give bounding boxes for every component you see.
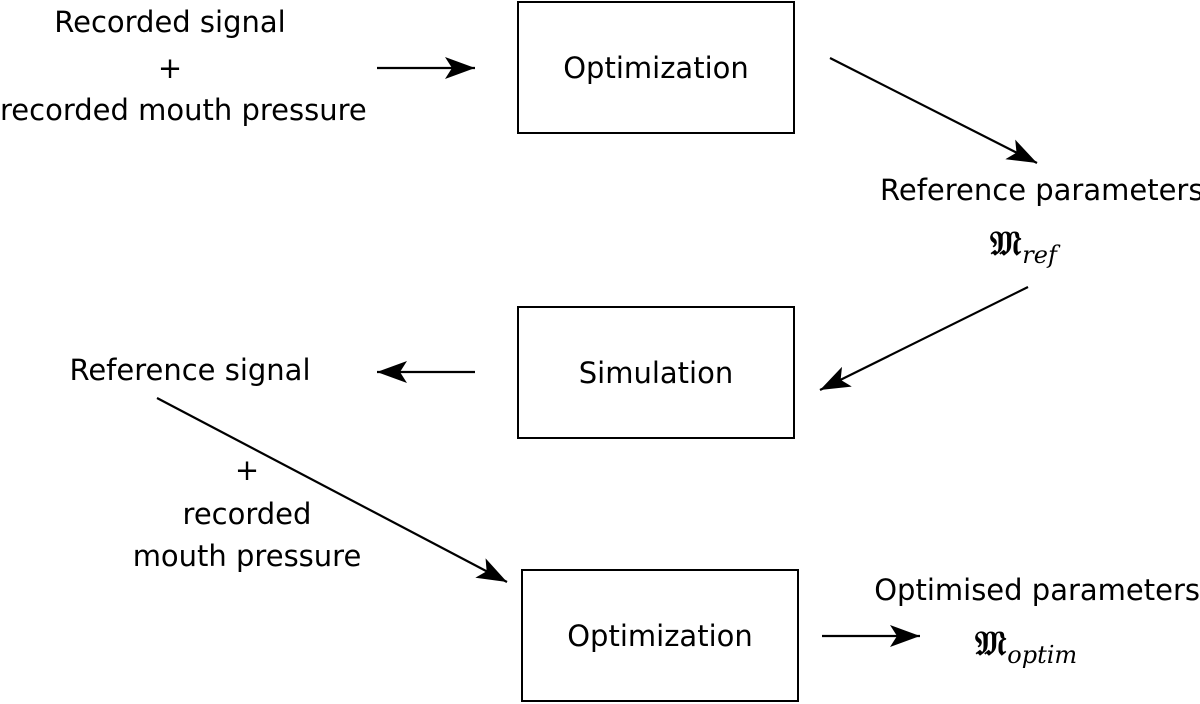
simulation-box: Simulation [517,306,795,439]
arrow-optimization-to-reference-parameters [829,57,1038,164]
optimization-box-bottom-label: Optimization [567,618,753,653]
optimization-box-bottom: Optimization [521,569,799,702]
optimised-parameters-label: Optimised parameters [874,573,1200,607]
arrow-reference-parameters-to-simulation [819,286,1029,391]
optimization-box-top: Optimization [517,1,795,134]
recorded-mouth-pressure-label: recorded mouth pressure [0,93,367,127]
reference-parameters-label: Reference parameters [880,173,1200,207]
recorded-label-bottom: recorded [182,497,312,531]
plus-sign-bottom: + [234,453,260,487]
arrow-reference-signal-to-optimization [156,397,508,583]
optimised-parameters-symbol: 𝔐optim [975,624,1078,669]
reference-parameters-symbol-subscript: ref [1022,241,1057,269]
simulation-box-label: Simulation [578,355,734,390]
reference-parameters-symbol: 𝔐ref [990,224,1057,269]
mouth-pressure-label-bottom: mouth pressure [132,539,362,573]
optimization-box-top-label: Optimization [563,50,749,85]
recorded-signal-label: Recorded signal [54,5,286,39]
optimised-parameters-symbol-main: 𝔐 [975,624,1007,664]
plus-sign-top: + [157,51,183,85]
reference-signal-label: Reference signal [69,353,311,387]
reference-parameters-symbol-main: 𝔐 [990,224,1022,264]
optimised-parameters-symbol-subscript: optim [1007,641,1078,669]
